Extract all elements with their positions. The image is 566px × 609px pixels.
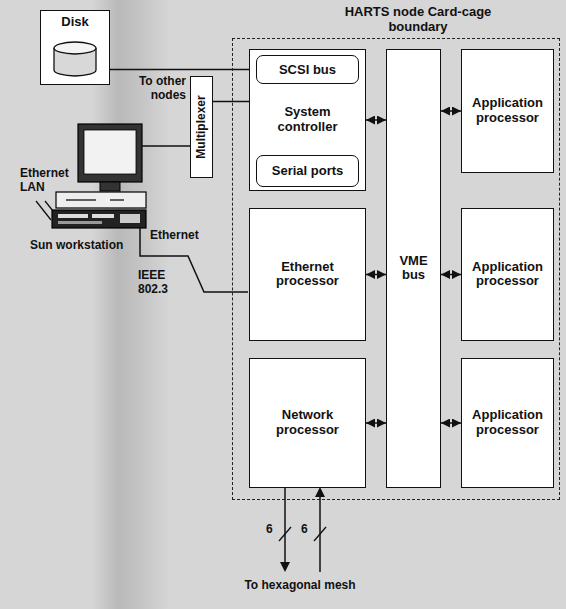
processor-box: Application processor [461, 49, 554, 173]
node-label: Network processor [254, 408, 361, 438]
keyboard [52, 210, 146, 228]
card-cage-boundary: HARTS node Card-cage boundarySystem cont… [232, 38, 560, 500]
ports-box: Serial ports [256, 155, 359, 187]
node-label: Application processor [466, 408, 549, 438]
node-label: VME bus [391, 254, 436, 284]
node-label: Application processor [466, 96, 549, 126]
connector-line [110, 69, 256, 71]
connector-arrow [441, 274, 461, 276]
callout-number: 6 [301, 522, 308, 536]
arrowhead [315, 487, 325, 497]
keyboard-keys [58, 214, 88, 218]
callout-number: 6 [266, 522, 273, 536]
drive-slot [110, 199, 124, 200]
monitor-case [78, 124, 142, 182]
node-label: Ethernet processor [254, 260, 361, 290]
connector-arrow [366, 422, 386, 424]
node-label: Multiplexer [195, 95, 209, 158]
connector-arrow [366, 119, 386, 121]
node-label: System controller [254, 105, 361, 135]
node-label: Application processor [466, 260, 549, 290]
arrowhead [280, 562, 290, 572]
system-unit [56, 192, 146, 208]
node-text-group: Application processor [466, 260, 549, 290]
node-text-group: Multiplexer [195, 95, 209, 158]
annotation-label: Sun workstation [30, 238, 123, 252]
bus-width-slash [314, 527, 326, 541]
leader-line [45, 201, 53, 211]
connector-arrow [366, 274, 386, 276]
bus-box: SCSI bus [256, 55, 359, 84]
node-text-group: SCSI bus [261, 62, 354, 77]
node-text-group: Application processor [466, 408, 549, 438]
node-text-group: System controller [254, 105, 361, 135]
monitor-screen [84, 130, 136, 174]
bus-width-slash [279, 527, 291, 541]
node-text-group: Application processor [466, 96, 549, 126]
node-text-group: Serial ports [261, 164, 354, 179]
disk-top [54, 42, 96, 54]
node-text-group: Ethernet processor [254, 260, 361, 290]
keyboard-keys [92, 214, 114, 218]
node-label: Serial ports [261, 164, 354, 179]
keyboard-keys [58, 221, 102, 224]
node-label: SCSI bus [261, 62, 354, 77]
node-text-group: VME bus [391, 254, 436, 284]
annotation-label: To other nodes [138, 74, 186, 103]
drive-slot [66, 199, 96, 200]
node-label: Disk [43, 15, 107, 30]
annotation-label: Ethernet [150, 228, 199, 242]
processor-box: Application processor [461, 208, 554, 341]
processor-box: Network processor [249, 358, 366, 488]
monitor-stand [100, 182, 120, 191]
processor-box: Application processor [461, 358, 554, 488]
keyboard-keys [120, 214, 140, 223]
annotation-label: IEEE 802.3 [138, 268, 183, 297]
connector-arrow [441, 110, 461, 112]
controller-box: System controller SCSI busSerial ports [249, 49, 366, 191]
node-text-group: Network processor [254, 408, 361, 438]
multiplexer-box: Multiplexer [190, 76, 213, 178]
bus-box: VME bus [386, 49, 441, 488]
mesh-link-out [284, 487, 286, 563]
connector-line [213, 101, 249, 103]
connector-arrow [441, 422, 461, 424]
disk-box: Disk [40, 10, 110, 85]
leader-line [36, 201, 51, 220]
node-text-group: Disk [43, 15, 107, 30]
processor-box: Ethernet processor [249, 208, 366, 341]
node-label: HARTS node Card-cage boundary [343, 5, 493, 35]
annotation-label: To hexagonal mesh [225, 578, 375, 592]
disk-symbol [51, 41, 99, 79]
serial-wire [142, 145, 190, 147]
node-text-group: HARTS node Card-cage boundary [343, 5, 493, 35]
annotation-label: Ethernet LAN [20, 166, 75, 195]
